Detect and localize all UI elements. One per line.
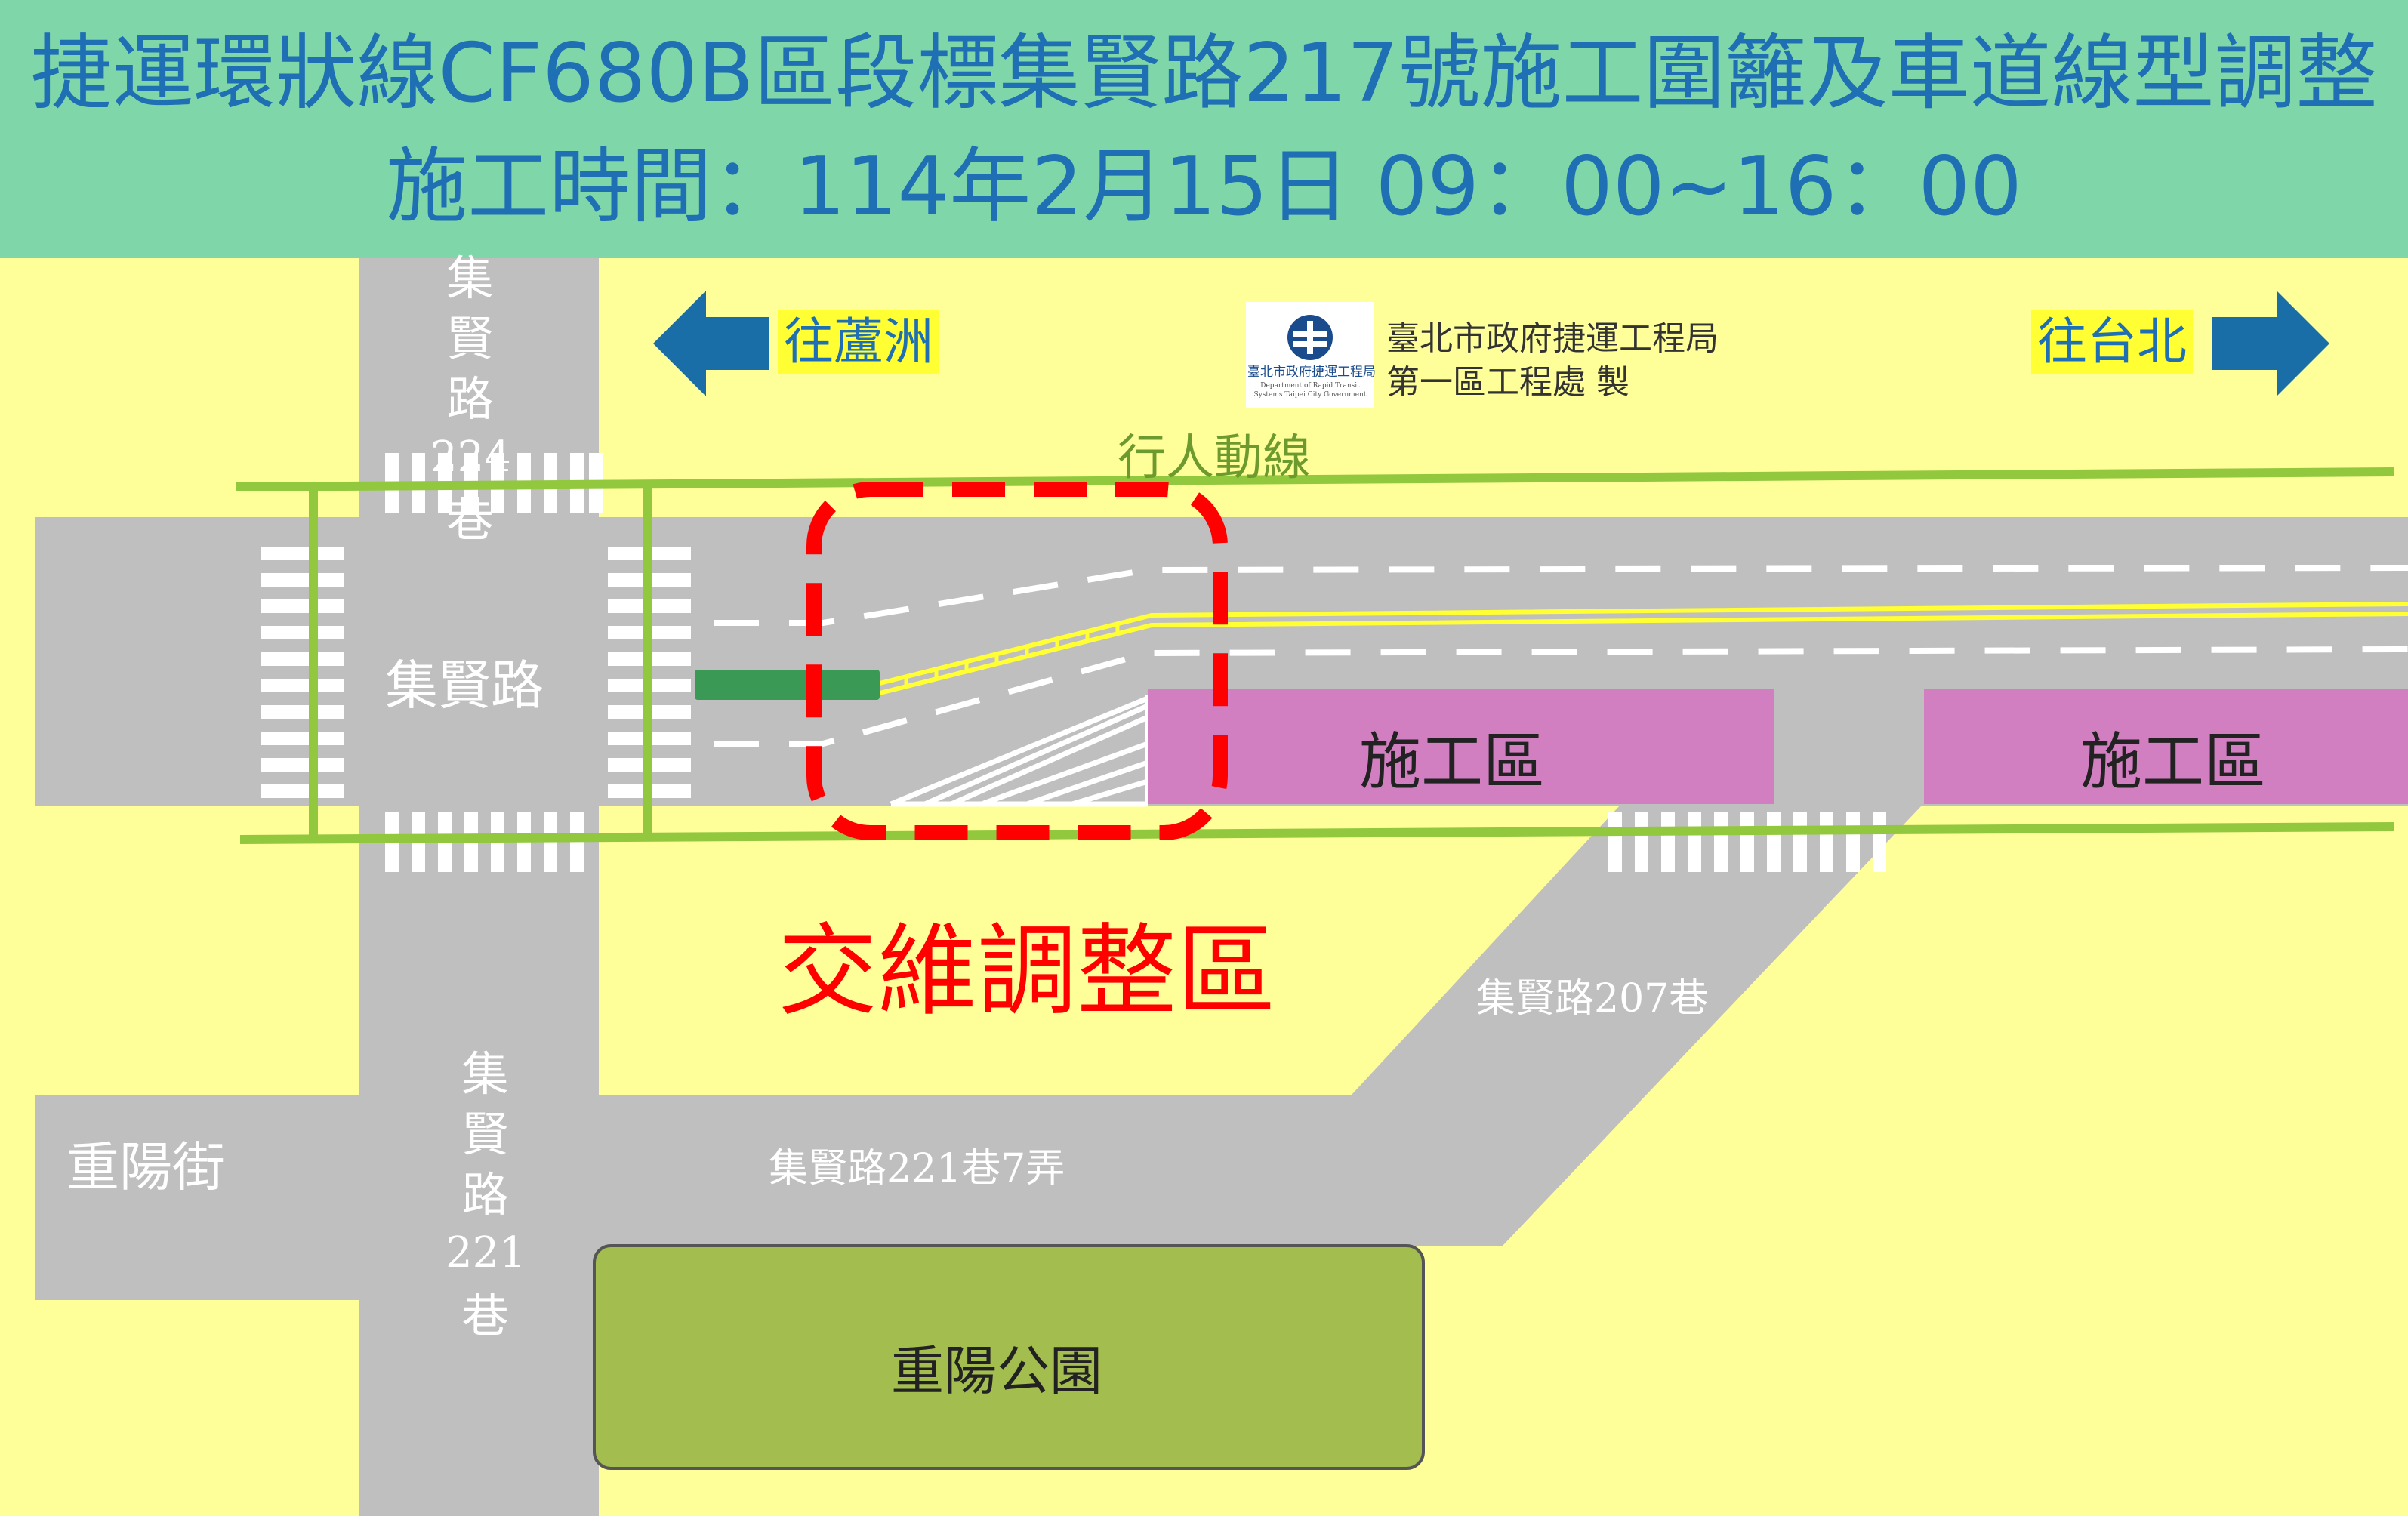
construction-time: 施工時間：114年2月15日 09：00~16：00 xyxy=(386,140,2022,234)
logo-caption-en: Department of Rapid Transit Systems Taip… xyxy=(1253,382,1367,399)
construction-zone-1-label: 施工區 xyxy=(1359,726,1546,798)
lane-221-char-3: 路 xyxy=(461,1167,509,1222)
construction-zone-2-label: 施工區 xyxy=(2080,726,2267,798)
adjust-zone-label: 交維調整區 xyxy=(778,914,1276,1030)
pedestrian-label: 行人動線 xyxy=(1118,430,1311,486)
lane-markings xyxy=(714,565,2408,747)
lane-221-7-road xyxy=(599,806,1922,1246)
adjust-zone-outline xyxy=(806,482,1228,840)
direction-taipei: 往台北 xyxy=(2031,310,2193,374)
arrow-left-icon xyxy=(653,291,769,396)
main-road-label: 集賢路 xyxy=(385,655,544,716)
lane-224-char-5: 巷 xyxy=(446,492,494,547)
logo-caption: 臺北市政府捷運工程局 xyxy=(1247,365,1376,380)
lane-224-char-1: 集 xyxy=(446,251,494,306)
construction-zone-1 xyxy=(1148,689,1774,804)
park-label: 重陽公園 xyxy=(891,1340,1102,1402)
lane-221-char-1: 集 xyxy=(461,1046,509,1102)
header-banner: 捷運環狀線CF680B區段標集賢路217號施工圍籬及車道線型調整 施工時間：11… xyxy=(0,0,2408,258)
chongyang-street-label: 重陽街 xyxy=(66,1136,225,1198)
lane-224-char-4: 224 xyxy=(430,433,511,482)
roads xyxy=(35,258,2408,1516)
center-ladder xyxy=(904,624,1120,687)
lane-224-char-2: 賢 xyxy=(446,311,494,366)
lane-221-char-4: 221 xyxy=(446,1228,526,1277)
organization-line-1: 臺北市政府捷運工程局 xyxy=(1386,319,1719,358)
lane-221-7-label: 集賢路221巷7弄 xyxy=(769,1146,1065,1191)
mrt-logo-icon xyxy=(1246,302,1374,408)
crosswalk-left xyxy=(261,547,344,798)
road-map xyxy=(35,258,2408,1516)
lane-221-char-2: 賢 xyxy=(461,1107,509,1162)
organization-line-2: 第一區工程處 製 xyxy=(1386,363,1629,402)
center-line xyxy=(879,602,2408,695)
park-area xyxy=(593,1244,1425,1470)
lane-224-char-3: 路 xyxy=(446,371,494,427)
page-title: 捷運環狀線CF680B區段標集賢路217號施工圍籬及車道線型調整 xyxy=(30,26,2378,121)
lane-221-char-5: 巷 xyxy=(461,1288,509,1343)
pedestrian-lines xyxy=(236,467,2394,844)
lane-224-label: 集 賢 路 224 巷 xyxy=(430,251,511,557)
construction-zone-2 xyxy=(1924,689,2408,804)
median-island xyxy=(695,670,880,700)
direction-luzhou: 往蘆洲 xyxy=(778,310,939,374)
lane-221-label: 集 賢 路 221 巷 xyxy=(446,1046,526,1353)
arrow-right-icon xyxy=(2212,291,2329,396)
lane-207-label: 集賢路207巷 xyxy=(1476,976,1709,1021)
